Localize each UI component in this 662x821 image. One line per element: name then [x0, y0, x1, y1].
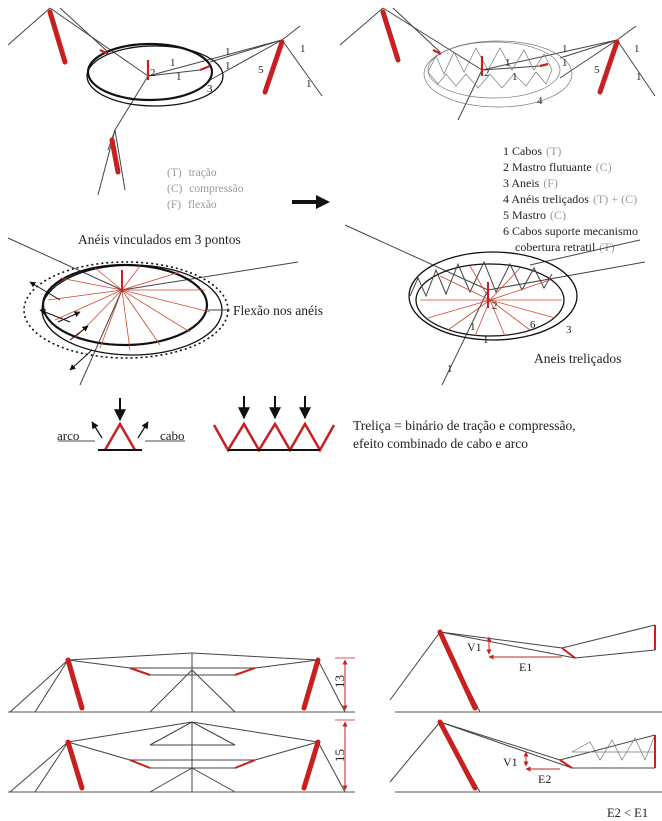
mast-left [380, 9, 401, 63]
label-num: 3 [207, 83, 213, 95]
legend-text: 4 Anéis treliçados [503, 192, 589, 206]
mast-right [262, 39, 285, 95]
legend-text: 3 Aneis [503, 176, 540, 190]
dimension-label: 13 [332, 675, 347, 688]
legend-text: 1 Cabos [503, 144, 542, 158]
label-num: 1 [470, 321, 476, 333]
label-num: 1 [562, 43, 568, 55]
label-num: 1 [170, 57, 176, 69]
mast-bottom [109, 137, 121, 175]
v1-label: V1 [503, 755, 518, 769]
mast-left [47, 9, 68, 65]
label-num: 1 [300, 43, 306, 55]
svg-text:2 Mastro flutuante(C): 2 Mastro flutuante (C) [503, 160, 612, 174]
svg-text:(C) compressão: (C) compressão [167, 183, 244, 195]
label-num: 4 [537, 95, 543, 107]
label-num: 2 [484, 67, 490, 79]
mast-right [597, 39, 620, 95]
svg-text:5 Mastro(C): 5 Mastro (C) [503, 208, 566, 222]
radial-cables [420, 265, 562, 337]
e1-label: E1 [519, 660, 532, 674]
plan-masts [47, 9, 285, 175]
label-num: 1 [634, 43, 640, 55]
element-legend: 1 Cabos (T) 2 Mastro flutuante (C) 3 Aneis… [503, 144, 638, 254]
label-num: 5 [258, 64, 264, 76]
half-elevation-1: V1 E1 [389, 624, 662, 713]
legend-text: 2 Mastro flutuante [503, 160, 592, 174]
svg-text:cobertura retratil(T): cobertura retratil(T) [515, 240, 615, 254]
load-arrows [29, 281, 93, 371]
label-num: 1 [483, 334, 489, 346]
legend-code: (C) [550, 208, 566, 222]
cabo-label: cabo [160, 428, 185, 443]
legend-code: (T) + (C) [593, 192, 637, 206]
label-num: 1 [176, 71, 182, 83]
note-label: Aneis treliçados [534, 351, 621, 366]
trussed-rings-diagram: 2 1 1 6 3 1 Aneis treliçados [344, 224, 646, 386]
legend-code: (C) [167, 183, 183, 195]
svg-text:4 Anéis treliçados(T) + (C): 4 Anéis treliçados (T) + (C) [503, 192, 637, 206]
legend-code: (T) [546, 144, 561, 158]
label-num: 1 [225, 46, 231, 58]
dimension-label: 15 [332, 749, 347, 762]
radial-cables [47, 265, 211, 351]
legend-code: (F) [543, 176, 558, 190]
label-num: 1 [306, 78, 312, 90]
mast-left [65, 739, 85, 791]
mast-left [65, 657, 85, 711]
elevation-2: 15 [8, 719, 355, 793]
svg-text:(T) tração: (T) tração [167, 167, 217, 179]
legend-code: (F) [167, 199, 181, 211]
truss-caption: efeito combinado de cabo e arco [353, 436, 528, 451]
legend-text: 5 Mastro [503, 208, 546, 222]
legend-text: flexão [188, 199, 217, 211]
truss-caption: Treliça = binário de tração e compressão… [353, 418, 576, 433]
label-num: 3 [566, 324, 572, 336]
v1-label: V1 [467, 640, 482, 654]
label-num: 5 [594, 64, 600, 76]
force-legend: (T) tração (C) compressão (F) flexão [167, 167, 244, 211]
rings-bending-diagram: Anéis vinculados em 3 pontos [7, 232, 323, 386]
label-num: 1 [636, 71, 642, 83]
label-num: 2 [150, 67, 156, 79]
svg-text:3 Aneis(F): 3 Aneis(F) [503, 176, 558, 190]
half-elevation-2: V1 E2 E2 < E1 [389, 719, 662, 820]
label-num: 1 [512, 71, 518, 83]
legend-text: 6 Cabos suporte mecanismo [503, 224, 638, 238]
svg-text:1 Cabos(T): 1 Cabos (T) [503, 144, 561, 158]
plan-rings [86, 42, 224, 107]
label-num: 6 [530, 319, 536, 331]
trussed-ring-plan [423, 40, 573, 108]
mast [437, 719, 478, 791]
label-num: 1 [447, 363, 453, 375]
label-num: 1 [562, 57, 568, 69]
plan-rings-diagram: 1 1 1 1 1 1 2 3 5 (T) tração (C) compres… [7, 7, 323, 211]
svg-text:6 Cabos suporte mecanismo: 6 Cabos suporte mecanismo [503, 224, 638, 238]
diagram-title: Anéis vinculados em 3 pontos [78, 232, 241, 247]
comparison-label: E2 < E1 [607, 806, 648, 820]
mast-right [301, 657, 321, 711]
legend-text: tração [189, 167, 217, 179]
svg-text:(F) flexão: (F) flexão [167, 199, 217, 211]
label-num: 1 [225, 60, 231, 72]
mast [437, 629, 478, 711]
label-num: 2 [492, 300, 498, 312]
transition-arrow [292, 195, 330, 209]
arco-label: arco [57, 428, 79, 443]
plan-trussed-diagram: 1 1 1 1 1 1 2 4 5 1 Cabos (T) 2 Mastro fl… [339, 7, 656, 254]
legend-code: (C) [596, 160, 612, 174]
legend-text: cobertura retratil [515, 240, 596, 254]
truss-explanation: arco cabo Treliça = binário de tração e … [57, 396, 576, 453]
note-label: Flexão nos anéis [233, 303, 323, 318]
e2-label: E2 [538, 772, 551, 786]
label-num: 1 [505, 57, 511, 69]
plan-masts-right [380, 9, 620, 95]
legend-text: compressão [189, 183, 244, 195]
legend-code: (T) [167, 167, 182, 179]
elevation-1: 13 [8, 652, 355, 713]
mast-right [301, 739, 321, 791]
